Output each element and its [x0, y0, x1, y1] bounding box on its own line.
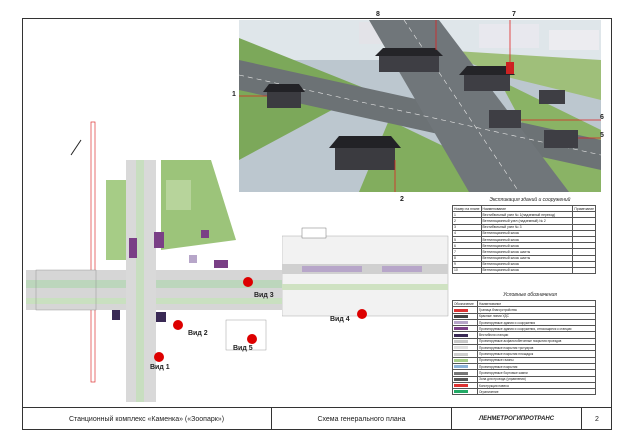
- legend-item: Проектируемые асфальтобетонные покрытия …: [452, 337, 596, 346]
- legend-header: Наименование: [477, 299, 596, 308]
- view-label: Вид 4: [330, 316, 350, 323]
- legend-label: Проектируемые покрытия площадок: [477, 350, 596, 358]
- legend-swatch-mark: [454, 327, 468, 331]
- legend-swatch-mark: [454, 358, 468, 362]
- render-callout: 7: [512, 11, 516, 18]
- sheet-number: 2: [595, 415, 599, 423]
- legend-item: Красные линии УДС: [452, 312, 596, 320]
- legend-item: Проектируемые здания и сооружения: [452, 318, 596, 327]
- legend-item: Проектируемые покрытия: [452, 362, 596, 371]
- legend-item: Проектируемые газоны: [452, 356, 596, 364]
- legend-item: Проектируемые покрытия тротуаров: [452, 344, 596, 352]
- legend-swatch-mark: [454, 333, 468, 337]
- legend-item: Проектируемые бортовые камни: [452, 369, 596, 377]
- legend-swatch-mark: [454, 390, 468, 394]
- view-label: Вид 1: [150, 364, 170, 371]
- sheet-frame: [22, 18, 612, 430]
- company-logo: ЛЕНМЕТРОГИПРОТРАНС: [452, 408, 582, 430]
- legend-swatch-mark: [454, 340, 468, 344]
- view-label: Вид 3: [254, 292, 274, 299]
- legend-label: Проектируемые покрытия тротуаров: [477, 344, 596, 352]
- table-cell: [572, 266, 596, 275]
- legend-label: Красные линии УДС: [477, 312, 596, 320]
- view-label: Вид 5: [233, 345, 253, 352]
- legend-label: Граница благоустройства: [477, 306, 596, 314]
- site-plan: [26, 121, 286, 402]
- table-cell: Вентиляционный киоск: [480, 266, 574, 275]
- legend-label: Зона для проезда (управления): [477, 375, 596, 383]
- detail-fragment: [282, 227, 449, 319]
- legend-swatch-mark: [454, 314, 468, 318]
- render-callout: 6: [600, 114, 604, 121]
- legend-swatch: [452, 388, 478, 396]
- legend-swatch-mark: [454, 308, 468, 312]
- legend-item: Проектируемые здания и сооружения, относ…: [452, 325, 596, 333]
- legend-swatch-mark: [454, 346, 468, 350]
- render-callout: 1: [232, 91, 236, 98]
- legend-item: Ограничение: [452, 388, 596, 396]
- legend-swatch-mark: [454, 377, 468, 381]
- legend-label: Проектируемые покрытия: [477, 362, 596, 371]
- legend-label: Проектируемые бортовые камни: [477, 369, 596, 377]
- legend-label: Проектируемые газоны: [477, 356, 596, 364]
- legend-title: Условные обозначения: [503, 292, 557, 298]
- legend-label: Ограничение: [477, 388, 596, 396]
- aerial-render: [239, 20, 601, 192]
- render-callout: 2: [400, 196, 404, 203]
- legend-swatch-mark: [454, 352, 468, 356]
- buildings-table-title: Экспликация зданий и сооружений: [489, 197, 571, 203]
- legend-item: Зона для проезда (управления): [452, 375, 596, 383]
- legend-label: Конструкция навеса: [477, 381, 596, 390]
- legend-label: Вестибюли станции: [477, 331, 596, 339]
- legend-label: Проектируемые здания и сооружения, относ…: [477, 325, 596, 333]
- legend-swatch-mark: [454, 384, 468, 388]
- sheet-title: Схема генерального плана: [272, 408, 452, 430]
- legend-item: Конструкция навеса: [452, 381, 596, 390]
- legend-swatch-mark: [454, 321, 468, 325]
- legend-table: Обозначение Наименование Граница благоус…: [452, 299, 596, 396]
- view-label: Вид 2: [188, 330, 208, 337]
- legend-swatch-mark: [454, 371, 468, 375]
- legend-label: Проектируемые здания и сооружения: [477, 318, 596, 327]
- render-callout: 8: [376, 11, 380, 18]
- title-block: Станционный комплекс «Каменка» («Зоопарк…: [22, 407, 612, 430]
- table-cell: 10: [452, 266, 482, 275]
- legend-item: Вестибюли станции: [452, 331, 596, 339]
- legend-item: Проектируемые покрытия площадок: [452, 350, 596, 358]
- legend-item: Граница благоустройства: [452, 306, 596, 314]
- legend-label: Проектируемые асфальтобетонные покрытия …: [477, 337, 596, 346]
- render-callout: 5: [600, 132, 604, 139]
- legend-swatch-mark: [454, 365, 468, 369]
- project-name: Станционный комплекс «Каменка» («Зоопарк…: [22, 408, 272, 430]
- buildings-table: Номер на плане Наименование Примечание 1…: [452, 204, 596, 275]
